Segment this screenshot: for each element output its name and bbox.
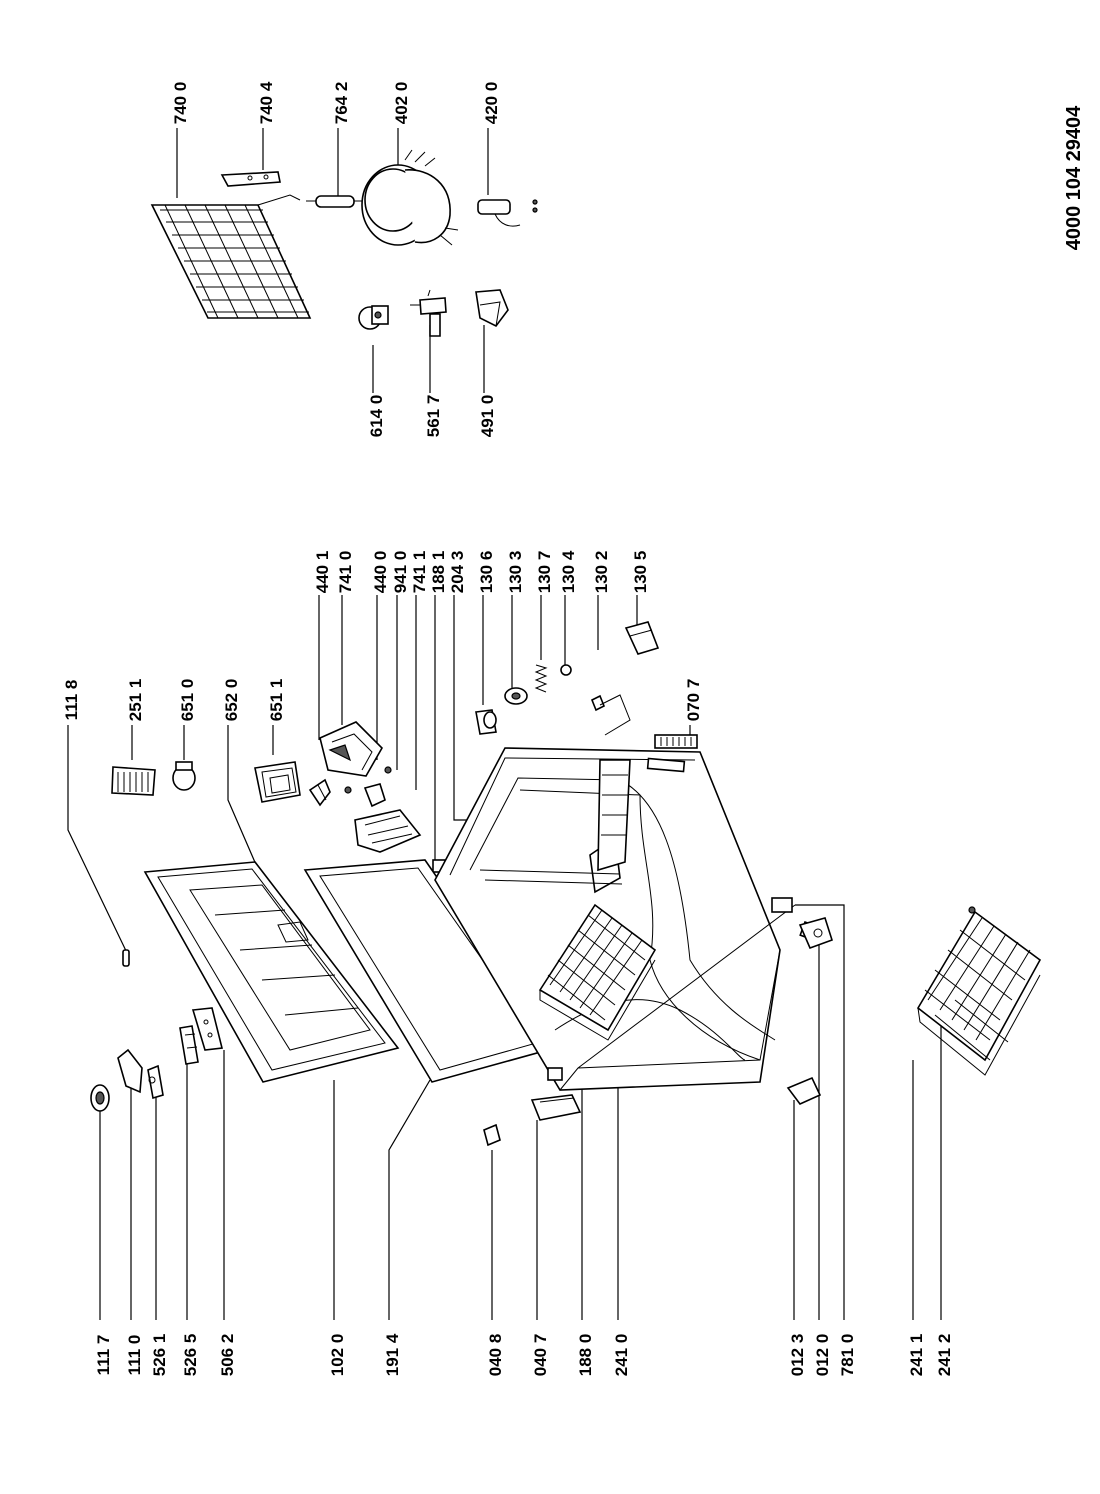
- label-241-2: 241 2: [935, 1334, 954, 1377]
- top-labels: 111 8 251 1 651 0 652 0 651 1 070 7: [62, 679, 703, 722]
- label-652-0: 652 0: [222, 679, 241, 722]
- label-130-6: 130 6: [477, 551, 496, 594]
- middle-labels: 440 1 741 0 440 0 941 0 741 1 188 1 204 …: [313, 550, 650, 593]
- baskets-241-1-241-2: [916, 906, 1042, 1076]
- label-440-0: 440 0: [371, 551, 390, 594]
- label-440-1: 440 1: [313, 551, 332, 594]
- label-191-4: 191 4: [383, 1333, 402, 1376]
- lock-parts-left: [90, 1007, 223, 1112]
- label-241-1: 241 1: [907, 1334, 926, 1377]
- label-526-1: 526 1: [150, 1334, 169, 1377]
- bracket-740-4: [220, 171, 281, 187]
- label-651-0: 651 0: [178, 679, 197, 722]
- label-241-0: 241 0: [612, 1334, 631, 1377]
- label-741-1: 741 1: [410, 551, 429, 594]
- label-040-7: 040 7: [531, 1334, 550, 1377]
- rod-111-8: [122, 949, 130, 967]
- label-111-7: 111 7: [94, 1335, 113, 1376]
- label-402-0: 402 0: [392, 82, 411, 125]
- label-070-7: 070 7: [684, 679, 703, 722]
- label-130-3: 130 3: [506, 551, 525, 594]
- label-251-1: 251 1: [126, 679, 145, 722]
- label-741-0: 741 0: [336, 551, 355, 594]
- label-561-7: 561 7: [424, 395, 443, 438]
- label-188-1: 188 1: [429, 551, 448, 594]
- relay-614-0: [358, 305, 389, 330]
- label-130-4: 130 4: [559, 550, 578, 593]
- nut-130-4: [560, 664, 572, 676]
- washer-130-3: [504, 687, 528, 705]
- left-labels: 111 7 111 0 526 1 526 5 506 2 102 0 191 …: [94, 1333, 954, 1376]
- capacitor-420-0: [477, 199, 538, 227]
- fan-cover-741-1: [354, 809, 422, 853]
- label-111-0: 111 0: [125, 1335, 144, 1376]
- label-941-0: 941 0: [391, 551, 410, 594]
- lever-130-2: [590, 694, 631, 736]
- cover-491-0: [475, 289, 509, 328]
- block-130-5: [624, 621, 660, 655]
- thermostat-561-7: [410, 289, 447, 337]
- label-040-8: 040 8: [486, 1334, 505, 1377]
- label-012-3: 012 3: [788, 1334, 807, 1377]
- fan-motor-741-0: [319, 721, 383, 777]
- lamp-651-0: [172, 761, 196, 791]
- panel-251-1: [111, 766, 156, 796]
- label-111-8: 111 8: [62, 680, 81, 721]
- label-526-5: 526 5: [181, 1334, 200, 1377]
- label-740-4: 740 4: [257, 81, 276, 124]
- right-labels: 614 0 561 7 491 0 740 0 740 4 764 2 402 …: [171, 81, 501, 437]
- label-130-2: 130 2: [592, 551, 611, 594]
- label-188-0: 188 0: [576, 1334, 595, 1377]
- hinge-part-130-6: [475, 709, 497, 735]
- foot-012-3: [786, 1076, 822, 1105]
- leader-lines: [67, 128, 942, 1320]
- bracket-012-0-781-0: [798, 917, 833, 950]
- label-130-5: 130 5: [631, 551, 650, 594]
- label-506-2: 506 2: [218, 1334, 237, 1377]
- label-781-0: 781 0: [838, 1334, 857, 1377]
- document-number: 4000 104 29404: [1063, 105, 1085, 250]
- grille-070-7: [654, 734, 698, 749]
- fan-blade-440-1: [308, 778, 331, 807]
- condenser-740-0: [150, 194, 312, 319]
- handle-part-040-8: [483, 1123, 501, 1147]
- lid-102-0: [143, 861, 400, 1083]
- label-012-0: 012 0: [813, 1334, 832, 1377]
- label-204-3: 204 3: [448, 551, 467, 594]
- label-130-7: 130 7: [535, 551, 554, 594]
- label-614-0: 614 0: [367, 395, 386, 438]
- light-cover-651-1: [254, 761, 301, 803]
- dryer-764-2: [306, 195, 364, 208]
- label-420-0: 420 0: [482, 82, 501, 125]
- cover-040-7: [530, 1094, 582, 1121]
- label-102-0: 102 0: [328, 1334, 347, 1377]
- label-651-1: 651 1: [267, 679, 286, 722]
- label-764-2: 764 2: [332, 82, 351, 125]
- fan-parts-440-0-941-0: [344, 766, 392, 808]
- compressor-402-0: [361, 149, 459, 246]
- spring-130-7: [534, 664, 548, 693]
- basket-241-0: [538, 903, 657, 1041]
- label-491-0: 491 0: [478, 395, 497, 438]
- label-740-0: 740 0: [171, 82, 190, 125]
